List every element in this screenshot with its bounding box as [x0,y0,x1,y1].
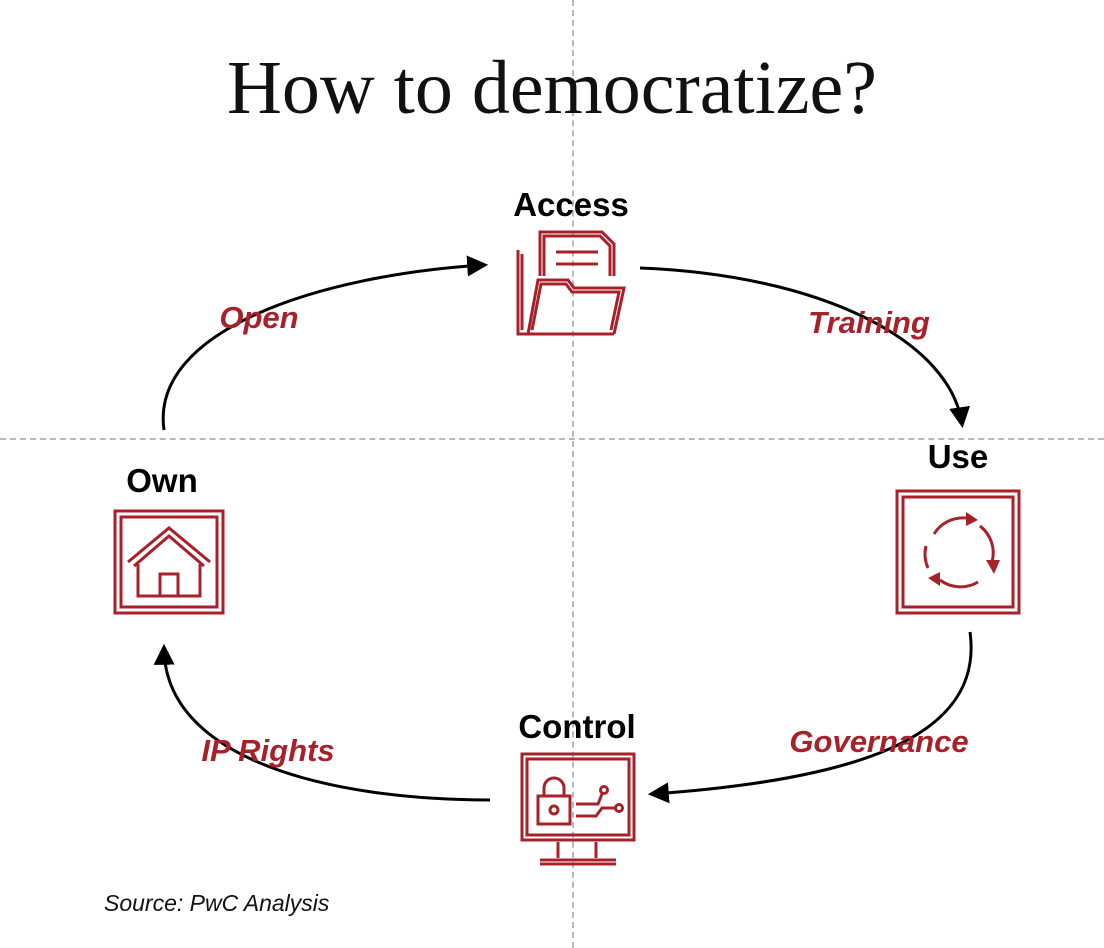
edge-label-training: Training [808,305,930,340]
arrow-governance [647,631,973,804]
vertical-guide-line [572,0,574,948]
node-label-own: Own [126,462,198,499]
horizontal-guide-line [0,438,1104,440]
arrow-open [161,255,489,431]
source-note: Source: PwC Analysis [104,890,330,916]
edge-label-governance: Governance [789,724,969,759]
edge-label-open: Open [219,300,299,335]
node-label-use: Use [927,438,989,475]
house-icon [113,509,225,615]
node-label-control: Control [518,708,636,745]
node-label-access: Access [513,186,629,223]
edge-label-ip-rights: IP Rights [201,733,335,768]
arrow-training [639,266,970,429]
cycle-arrows-icon [895,489,1021,615]
folder-document-icon [516,230,626,336]
arrow-ip-rights [153,643,491,802]
page-title: How to democratize? [227,46,877,130]
monitor-lock-circuit-icon [520,752,636,866]
